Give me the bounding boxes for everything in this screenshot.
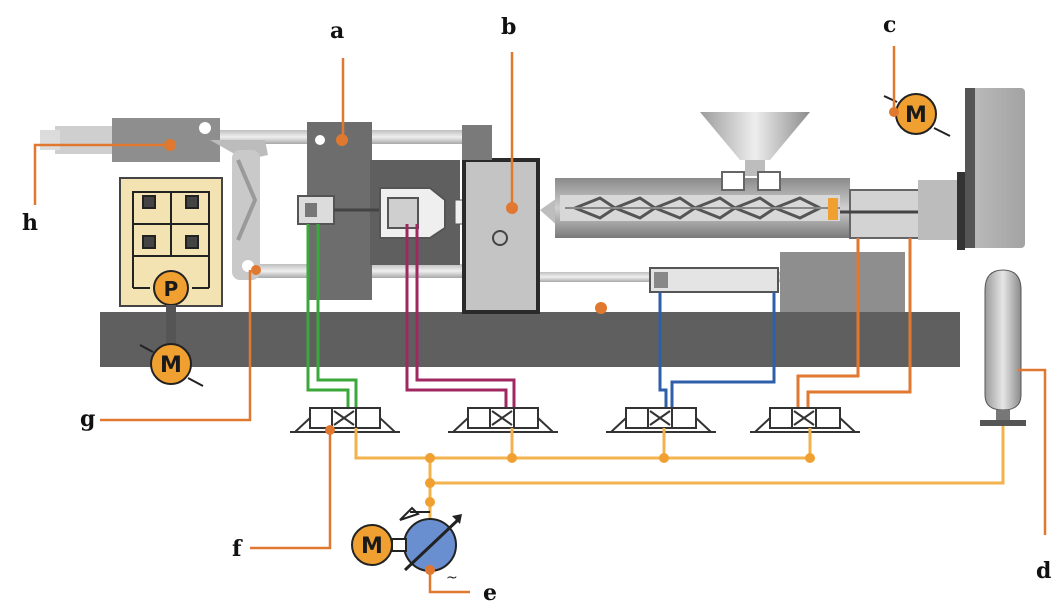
base-point <box>595 302 607 314</box>
label-h: h <box>22 210 38 236</box>
svg-text:~: ~ <box>446 570 458 586</box>
accumulator <box>980 269 1026 426</box>
label-b: b <box>501 14 517 40</box>
label-f: f <box>232 536 242 562</box>
label-d: d <box>1036 558 1052 584</box>
pump-motor-letter: M <box>160 353 182 378</box>
mold-lines <box>405 224 516 410</box>
hopper <box>700 112 810 191</box>
valve-3 <box>606 407 716 433</box>
valve-4 <box>750 407 860 433</box>
label-c: c <box>883 12 897 38</box>
injection-lines <box>796 238 912 410</box>
oil-supply-lines <box>354 426 1005 520</box>
pump-letter: P <box>164 277 179 301</box>
machine-base <box>100 312 960 367</box>
variable-pump: ~ <box>399 506 462 586</box>
injection-cylinder <box>840 172 965 250</box>
leader-dots <box>325 425 435 575</box>
pump-symbol: P <box>153 270 189 306</box>
valve-2 <box>448 407 558 433</box>
drive-motor-letter: M <box>361 534 383 559</box>
clamp-cylinder <box>40 118 220 162</box>
oil-junctions <box>425 453 815 507</box>
valve-1 <box>290 407 400 433</box>
carriage-lines <box>658 292 776 410</box>
pump-shaft <box>166 305 176 345</box>
screw-motor-housing <box>965 88 1025 248</box>
ejector-lines <box>306 224 358 410</box>
injection-barrel <box>540 178 850 238</box>
screw-motor: M <box>883 93 951 137</box>
ejector-cylinder <box>297 195 386 225</box>
variable-pump-motor: M <box>351 524 407 566</box>
screw-motor-letter: M <box>905 103 927 128</box>
label-a: a <box>330 18 345 44</box>
carriage-cylinder <box>649 267 779 293</box>
toggle-mechanism <box>210 140 268 280</box>
base-support-right <box>780 252 905 312</box>
label-g: g <box>80 406 96 432</box>
label-e: e <box>483 580 497 606</box>
fixed-platen <box>462 125 540 314</box>
pump-circuit <box>132 191 210 289</box>
pump-motor: M <box>139 343 204 387</box>
leader-lines <box>33 46 1047 594</box>
